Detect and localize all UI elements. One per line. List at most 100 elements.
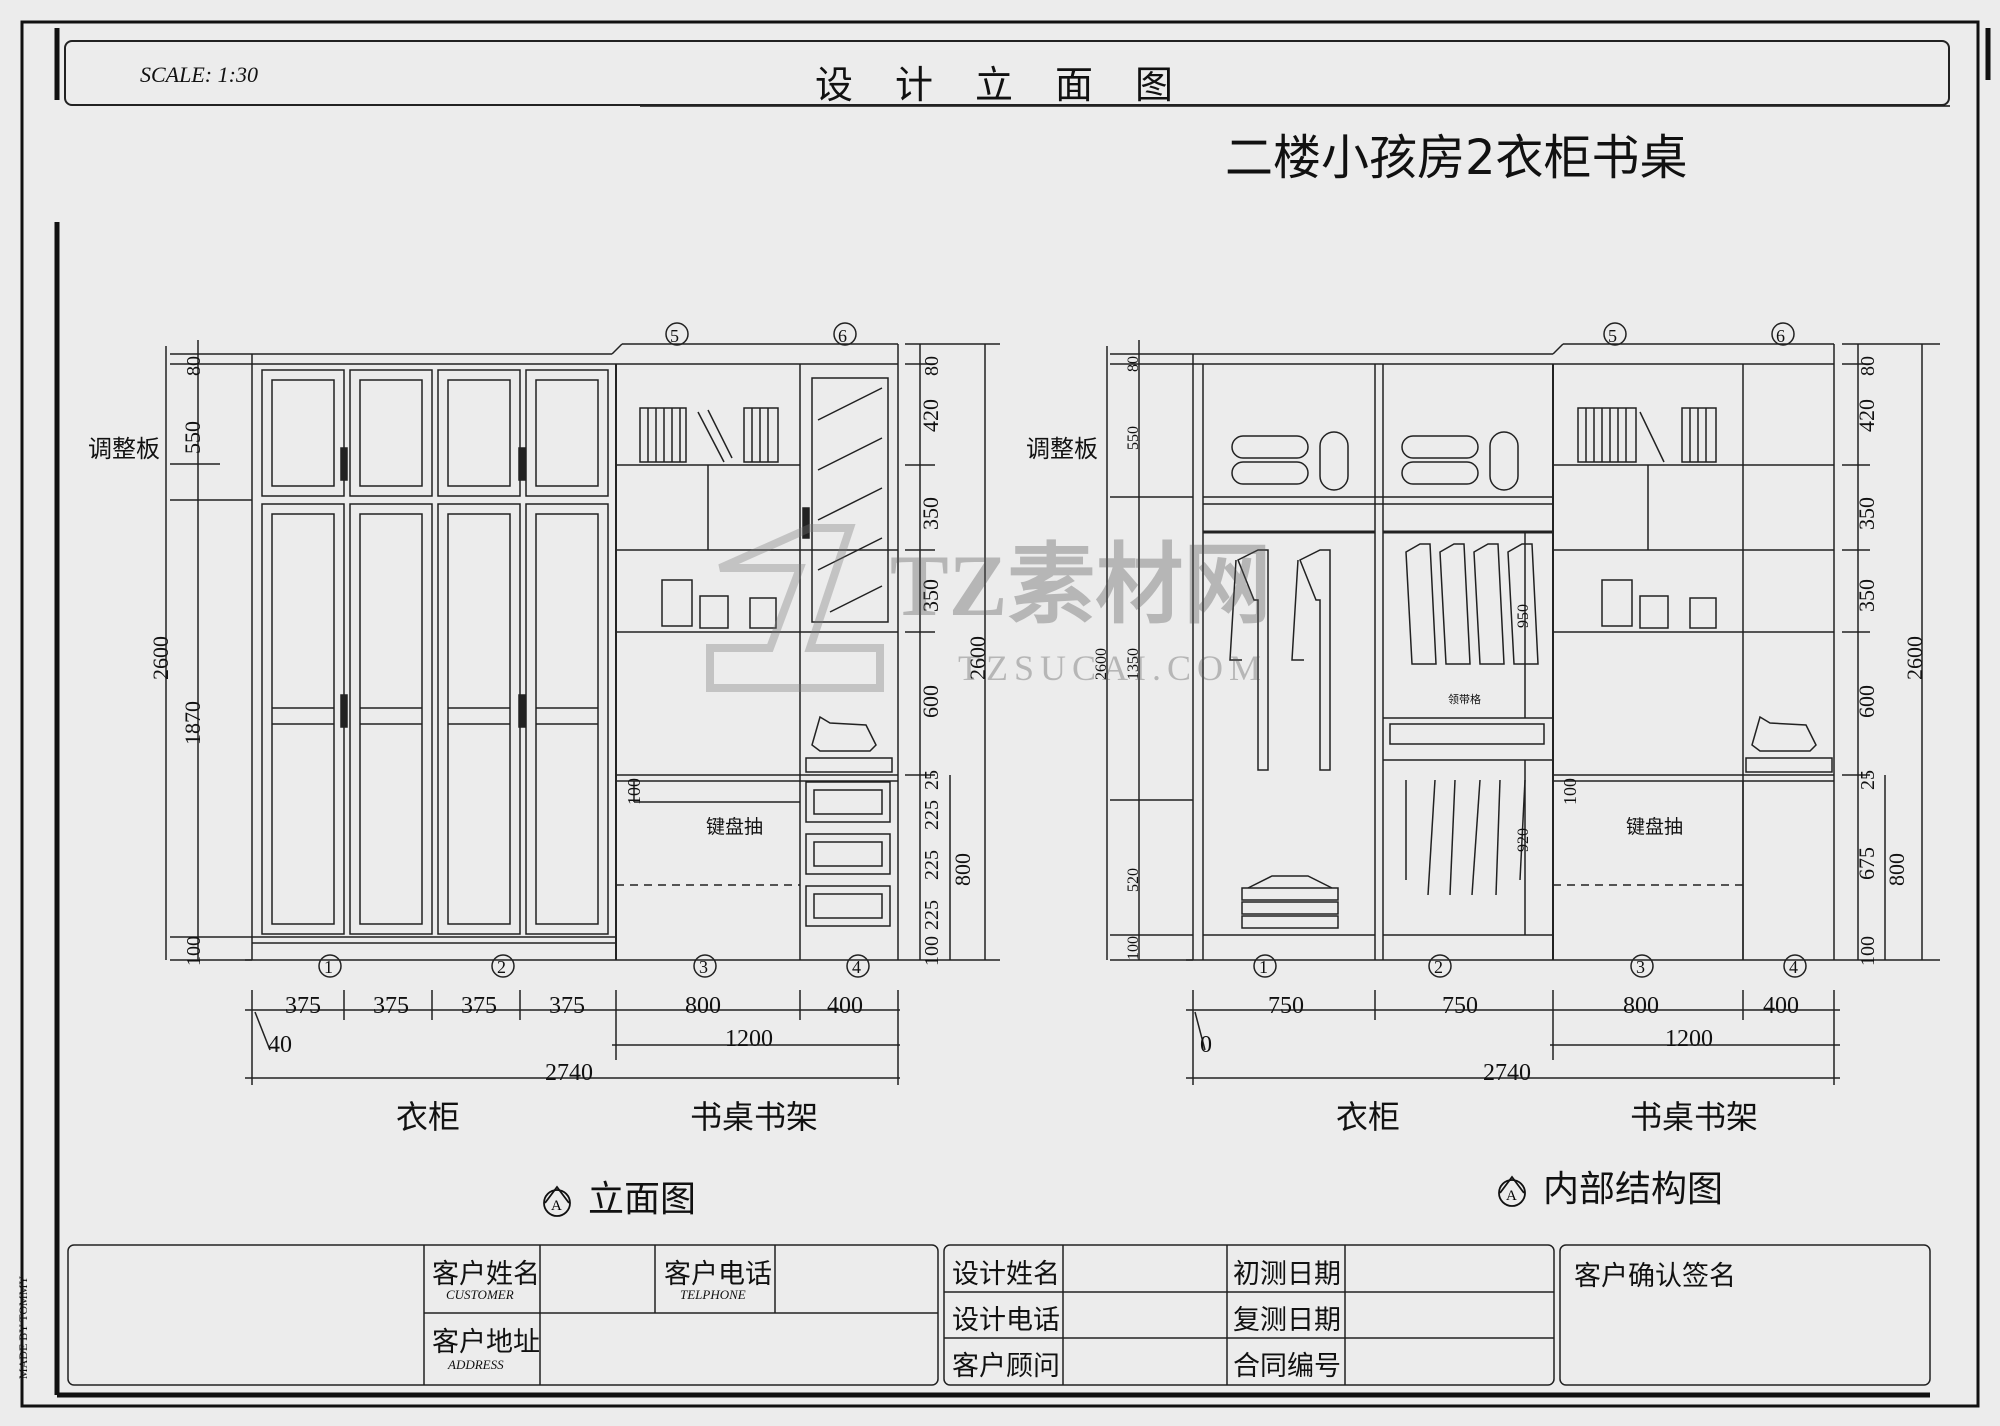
view-marker-icon: A [543, 1185, 571, 1217]
scale-label: SCALE: 1:30 [140, 62, 258, 87]
storage-bags [1231, 431, 1519, 491]
elev-dim-bottom-375b: 375 [373, 993, 409, 1019]
customer-name-label: 客户姓名 [432, 1259, 540, 1290]
int-dim-bottom-400: 400 [1763, 993, 1799, 1019]
elev-dim-right-600: 600 [918, 685, 943, 718]
int-dim-right-800: 800 [1884, 853, 1909, 886]
elev-dim-bottom-375d: 375 [549, 993, 585, 1019]
elev-dim-right-100: 100 [921, 936, 943, 966]
int-module-3: 3 [1636, 957, 1645, 977]
int-dim-inner-920: 920 [1515, 828, 1532, 852]
int-dim-bottom-800: 800 [1623, 993, 1659, 1019]
elev-dim-offset-40: 40 [268, 1032, 292, 1058]
elev-dim-left-2600: 2600 [148, 636, 173, 680]
elev-dim-right-25: 25 [921, 770, 943, 790]
elev-dim-right-350b: 350 [918, 579, 943, 612]
int-dim-left-100: 100 [1125, 936, 1142, 960]
elev-dim-bottom-375a: 375 [285, 993, 321, 1019]
sheet-title: 设计立面图 [815, 63, 1216, 107]
elev-dim-bottom-400: 400 [827, 993, 863, 1019]
customer-address-label: 客户地址 [432, 1327, 540, 1358]
elev-label-keyboard-tray: 键盘抽 [706, 816, 763, 838]
int-dim-left-1350: 1350 [1125, 648, 1142, 680]
elev-dim-right-225a: 225 [921, 800, 943, 830]
int-dim-right-100: 100 [1857, 936, 1879, 966]
designer-name-label: 设计姓名 [952, 1259, 1060, 1290]
int-module-4: 4 [1789, 957, 1798, 977]
elevation-bottom-dimensions [245, 322, 900, 1085]
int-dim-right-420: 420 [1854, 399, 1879, 432]
int-module-5: 5 [1608, 326, 1617, 346]
elev-dim-bottom-800: 800 [685, 993, 721, 1019]
customer-address-en-label: ADDRESS [448, 1357, 504, 1372]
elev-dim-desk-100: 100 [624, 778, 644, 805]
re-measure-date-label: 复测日期 [1233, 1305, 1341, 1336]
elev-dim-sub-1200: 1200 [725, 1026, 773, 1052]
drawing-title: 二楼小孩房2衣柜书桌 [1225, 130, 1688, 186]
wardrobe-doors [261, 369, 609, 935]
interior-bookshelf [1553, 364, 1834, 960]
elevation-left-dimensions [165, 340, 252, 961]
int-dim-right-2600: 2600 [1902, 636, 1927, 680]
elev-dim-total-2740: 2740 [545, 1060, 593, 1086]
int-dim-sub-1200: 1200 [1665, 1026, 1713, 1052]
elev-module-5: 5 [670, 326, 679, 346]
elev-module-3: 3 [699, 957, 708, 977]
customer-phone-en-label: TELPHONE [680, 1287, 746, 1302]
elev-label-adjust-panel: 调整板 [88, 436, 160, 463]
int-section-wardrobe: 衣柜 [1336, 1099, 1400, 1135]
elevation-right-dimensions [905, 343, 1000, 961]
interior-dimensions [1106, 322, 1940, 1085]
int-dim-right-25: 25 [1857, 770, 1879, 790]
watermark-logo-icon [706, 524, 884, 692]
elev-dim-right-420: 420 [918, 399, 943, 432]
elev-dim-right-350a: 350 [918, 497, 943, 530]
elevation-view-title: A 立面图 [540, 1170, 696, 1222]
int-dim-right-350a: 350 [1854, 497, 1879, 530]
int-dim-total-2740: 2740 [1483, 1060, 1531, 1086]
int-module-1: 1 [1259, 957, 1268, 977]
elev-dim-right-2600: 2600 [965, 636, 990, 680]
elev-dim-right-225b: 225 [921, 850, 943, 880]
int-dim-right-80: 80 [1857, 356, 1879, 376]
int-dim-right-350b: 350 [1854, 579, 1879, 612]
int-dim-inner-950: 950 [1515, 604, 1532, 628]
view-marker-icon: A [1498, 1175, 1526, 1207]
elev-section-desk: 书桌书架 [690, 1099, 818, 1135]
elev-dim-left-80: 80 [183, 356, 205, 376]
int-label-adjust-panel: 调整板 [1026, 436, 1098, 463]
elev-dim-right-80: 80 [921, 356, 943, 376]
elev-section-wardrobe: 衣柜 [396, 1099, 460, 1135]
int-module-2: 2 [1434, 957, 1443, 977]
interior-view-label: 内部结构图 [1543, 1169, 1724, 1210]
watermark-text: TZ素材网 [890, 538, 1271, 635]
elev-module-1: 1 [324, 957, 333, 977]
int-dim-bottom-750a: 750 [1268, 993, 1304, 1019]
elevation-view-label: 立面图 [588, 1179, 697, 1220]
int-dim-left-80: 80 [1125, 356, 1142, 372]
int-dim-desk-100: 100 [1560, 778, 1580, 805]
interior-view-title: A 内部结构图 [1495, 1160, 1723, 1212]
int-dim-left-550: 550 [1125, 426, 1142, 450]
made-by-label: MADE BY TOMMY [16, 1275, 31, 1380]
header-box [64, 40, 1950, 106]
elev-module-2: 2 [497, 957, 506, 977]
customer-phone-label: 客户电话 [664, 1259, 772, 1290]
int-label-keyboard-tray: 键盘抽 [1626, 816, 1683, 838]
elev-dim-right-225c: 225 [921, 900, 943, 930]
designer-phone-label: 设计电话 [952, 1305, 1060, 1336]
int-module-6: 6 [1776, 326, 1785, 346]
elev-module-4: 4 [852, 957, 861, 977]
elev-dim-bottom-375c: 375 [461, 993, 497, 1019]
int-dim-offset-0: 0 [1200, 1032, 1212, 1058]
first-measure-date-label: 初测日期 [1233, 1259, 1341, 1290]
contract-number-label: 合同编号 [1233, 1351, 1341, 1382]
int-view-tag: A [1506, 1188, 1517, 1204]
elev-view-tag: A [551, 1198, 562, 1214]
int-section-desk: 书桌书架 [1630, 1099, 1758, 1135]
